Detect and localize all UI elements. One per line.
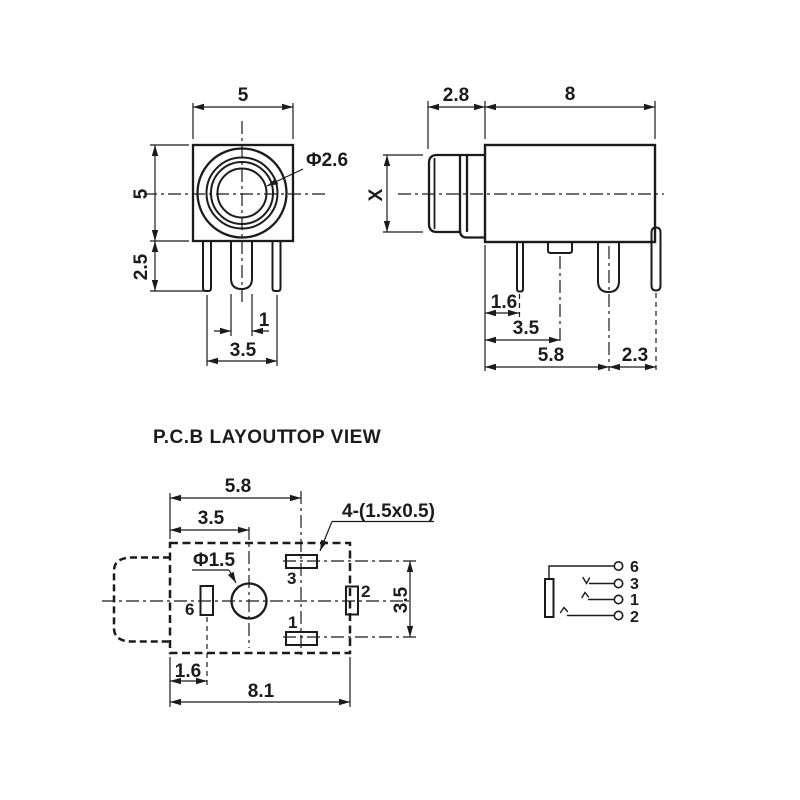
contact-hook-2 xyxy=(559,606,569,614)
side-dimensions: 2.8 8 X 1.6 3.5 5.8 2.3 xyxy=(366,84,657,371)
hole-diameter-leader xyxy=(227,569,237,584)
dim-tab-offset: 3.5 xyxy=(513,318,540,339)
dim-front-width: 5 xyxy=(238,85,249,106)
slot-size-label: 4-(1.5x0.5) xyxy=(342,501,435,522)
front-body-outline xyxy=(191,143,295,243)
schematic-pin-6-label: 6 xyxy=(630,559,639,576)
pad-1-label: 1 xyxy=(288,613,297,632)
pcb-pad-labels: 6 3 1 2 xyxy=(185,569,370,632)
side-view: 2.8 8 X 1.6 3.5 5.8 2.3 xyxy=(366,84,664,371)
dim-front-height: 5 xyxy=(131,188,152,199)
schematic-pin-2-label: 2 xyxy=(630,609,639,626)
schematic-pin-3-label: 3 xyxy=(630,576,639,593)
front-dimensions: 5 5 2.5 1 3.5 Φ2.6 xyxy=(131,85,348,366)
bent-pin xyxy=(650,226,662,292)
dim-bushing-length: 2.8 xyxy=(443,85,469,106)
contact-hook-3 xyxy=(582,576,591,585)
front-view: 5 5 2.5 1 3.5 Φ2.6 xyxy=(131,85,348,366)
dim-front-pin-spacing: 3.5 xyxy=(230,340,257,361)
top-view-title: TOP VIEW xyxy=(285,427,381,448)
dim-pad-column: 5.8 xyxy=(225,476,251,497)
dim-front-pin-length: 2.5 xyxy=(131,253,152,280)
pad-6-label: 6 xyxy=(185,600,194,619)
pad-2-label: 2 xyxy=(361,582,370,601)
schematic-pin-numbers: 6 3 1 2 xyxy=(630,559,639,626)
pcb-layout-view: P.C.B LAYOUT TOP VIEW 5.8 3.5 3.5 xyxy=(102,427,435,707)
front-centerlines xyxy=(144,121,326,303)
schematic-terminals xyxy=(613,560,624,621)
pcb-bushing-outline xyxy=(112,556,170,643)
dim-pad6-offset: 1.6 xyxy=(175,661,201,682)
pcb-footprint-outline xyxy=(168,541,352,655)
dim-total-length: 8.1 xyxy=(248,681,275,702)
jack-diameter-leader xyxy=(266,168,304,187)
dim-hole-offset: 3.5 xyxy=(198,508,225,529)
dim-body-length: 8 xyxy=(565,84,576,105)
dim-front-pin-width: 1 xyxy=(259,310,270,331)
schematic-pin6-wire xyxy=(548,565,615,580)
hole-diameter-label: Φ1.5 xyxy=(193,550,235,571)
dim-pad-rows: 3.5 xyxy=(391,586,412,613)
schematic-pin-1-label: 1 xyxy=(630,592,639,609)
jack-diameter-label: Φ2.6 xyxy=(306,150,348,171)
slot-size-leader xyxy=(319,521,333,552)
pcb-dimensions: 5.8 3.5 3.5 1.6 8.1 4-(1.5x0.5) Φ1.5 xyxy=(169,476,435,707)
pad-3-label: 3 xyxy=(287,569,296,588)
contact-hook-1 xyxy=(581,591,590,599)
side-bushing xyxy=(427,153,487,239)
side-pins xyxy=(516,226,662,294)
dim-front-pin-offset: 1.6 xyxy=(491,292,517,313)
dim-rear-pin-offset: 5.8 xyxy=(538,345,564,366)
dim-bushing-height: X xyxy=(366,188,387,201)
pcb-layout-title: P.C.B LAYOUT xyxy=(153,427,289,448)
pcb-centerlines xyxy=(102,491,417,687)
schematic-symbol: 6 3 1 2 xyxy=(544,559,639,626)
dim-bent-pin-offset: 2.3 xyxy=(622,345,648,366)
jack-sleeve-symbol xyxy=(544,578,555,618)
